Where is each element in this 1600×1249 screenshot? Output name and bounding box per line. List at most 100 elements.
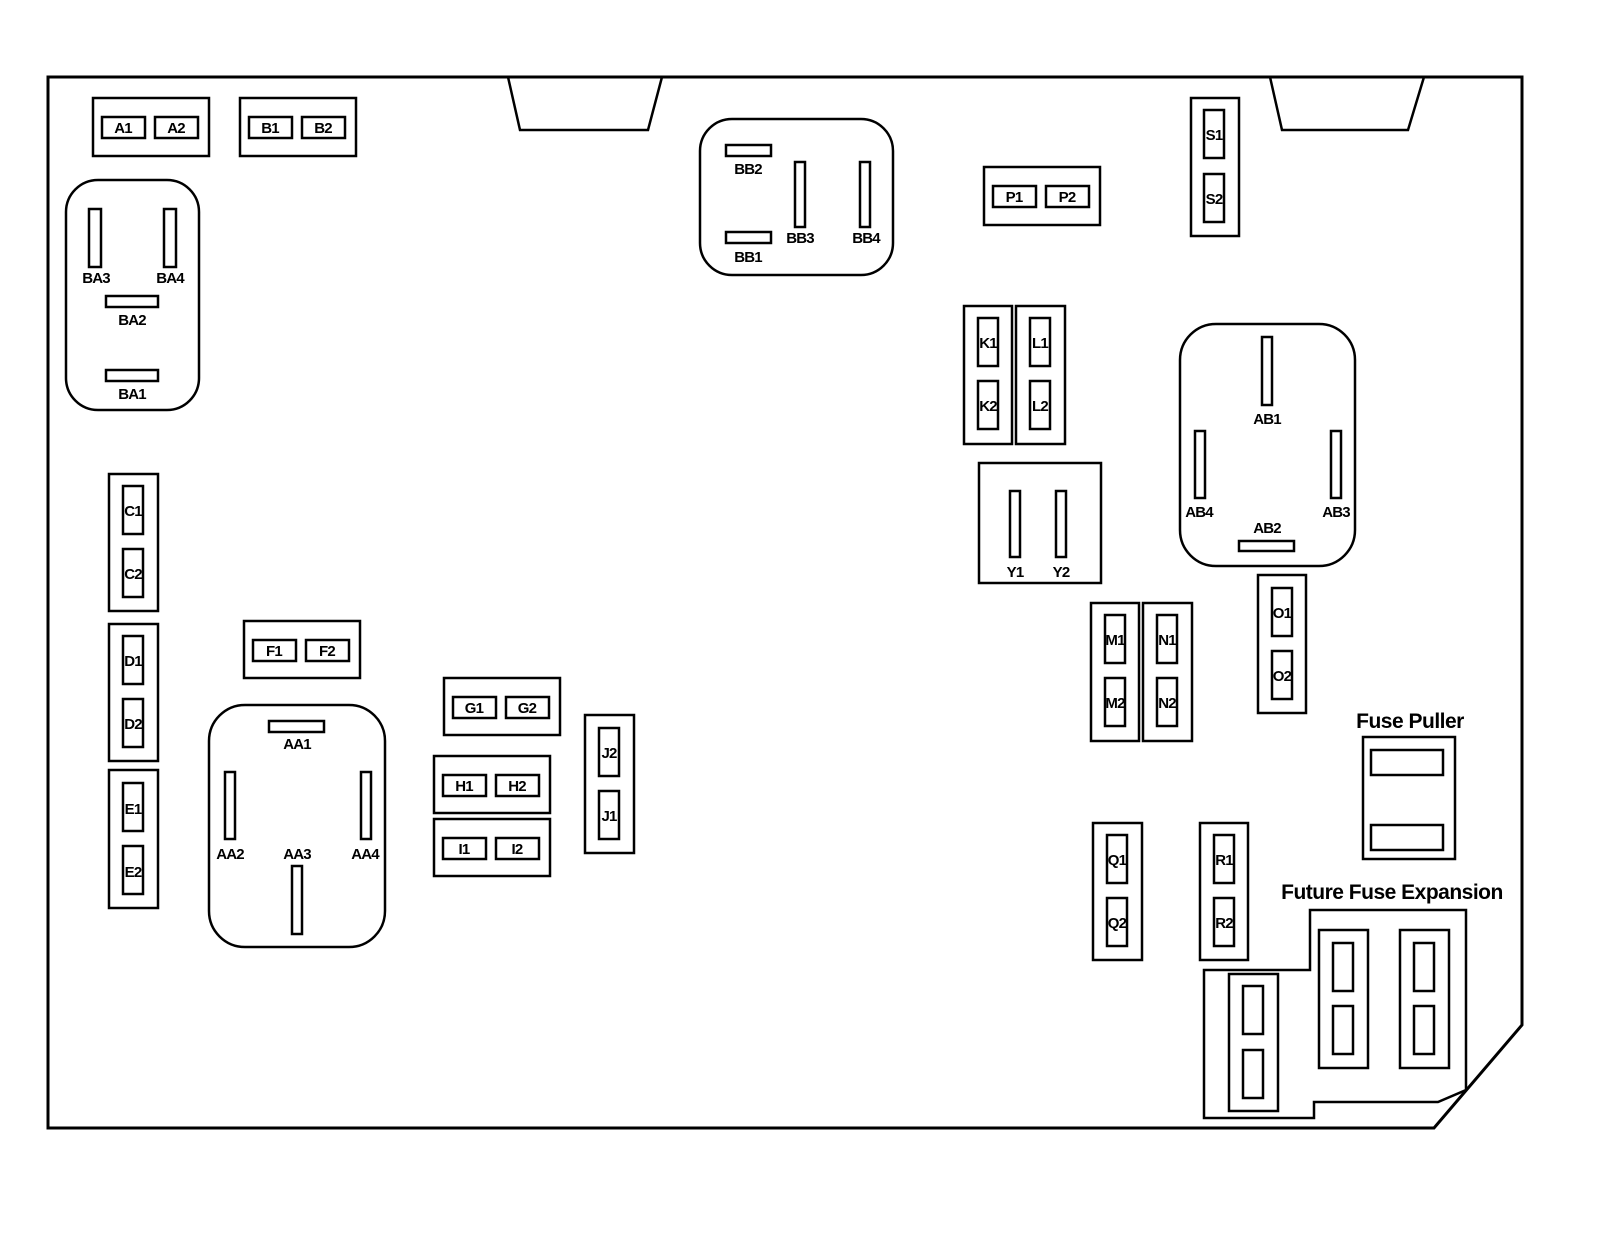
fuse-m2[interactable] xyxy=(1103,676,1127,728)
fuse-q1-label: Q1 xyxy=(1108,852,1127,869)
fuse-r2-label: R2 xyxy=(1215,915,1233,932)
fuse-k1-label: K1 xyxy=(979,335,997,352)
fuse-puller-holder[interactable] xyxy=(1361,735,1457,861)
fuse-pair-c: C1 C2 xyxy=(107,472,160,613)
fuse-e1[interactable] xyxy=(121,781,145,833)
terminal-ba2[interactable] xyxy=(104,294,160,309)
fuse-e1-label: E1 xyxy=(125,801,142,818)
fuse-f1[interactable] xyxy=(251,638,298,663)
fuse-n2-label: N2 xyxy=(1158,695,1176,712)
terminal-ba4[interactable] xyxy=(162,207,178,269)
fuse-c1[interactable] xyxy=(121,484,145,536)
fuse-g1[interactable] xyxy=(451,695,498,720)
fuse-l2-label: L2 xyxy=(1032,398,1048,415)
fuse-pair-g: G1 G2 xyxy=(442,676,562,737)
fuse-s1[interactable] xyxy=(1202,108,1226,160)
fuse-a2[interactable] xyxy=(153,115,200,140)
fuse-pair-m: M1 M2 xyxy=(1089,601,1141,743)
fuse-y2[interactable] xyxy=(1054,489,1068,559)
fuse-pair-s: S1 S2 xyxy=(1189,96,1241,238)
mounting-tab-left xyxy=(506,76,664,132)
relay-aa: AA1 AA2 AA3 AA4 xyxy=(207,703,387,949)
fuse-p1[interactable] xyxy=(991,184,1038,209)
fuse-y2-label: Y2 xyxy=(1053,564,1070,581)
fuse-r1[interactable] xyxy=(1212,833,1236,885)
fuse-l2[interactable] xyxy=(1028,379,1052,431)
fuse-d1-label: D1 xyxy=(124,653,142,670)
fuse-n1-label: N1 xyxy=(1158,632,1176,649)
terminal-ba2-label: BA2 xyxy=(118,312,146,329)
fuse-y1[interactable] xyxy=(1008,489,1022,559)
terminal-aa3[interactable] xyxy=(290,864,304,936)
fuse-g2[interactable] xyxy=(504,695,551,720)
fuse-i2-label: I2 xyxy=(512,841,523,858)
fuse-h1[interactable] xyxy=(441,773,488,798)
fuse-d1[interactable] xyxy=(121,634,145,686)
terminal-aa2[interactable] xyxy=(223,770,237,841)
terminal-bb3[interactable] xyxy=(793,160,807,229)
fuse-j1[interactable] xyxy=(597,789,621,841)
fuse-s2[interactable] xyxy=(1202,172,1226,224)
fuse-n1[interactable] xyxy=(1155,613,1179,665)
fuse-p1-label: P1 xyxy=(1006,189,1023,206)
terminal-ba1[interactable] xyxy=(104,368,160,383)
fuse-c2[interactable] xyxy=(121,547,145,599)
terminal-aa1[interactable] xyxy=(267,719,326,734)
fuse-n2[interactable] xyxy=(1155,676,1179,728)
fuse-c1-label: C1 xyxy=(124,503,142,520)
relay-bb: BB2 BB1 BB3 BB4 xyxy=(698,117,895,277)
fuse-k2[interactable] xyxy=(976,379,1000,431)
fuse-pair-y: Y1 Y2 xyxy=(977,461,1103,585)
expansion-slot-3[interactable] xyxy=(1398,928,1451,1070)
terminal-bb1[interactable] xyxy=(724,230,773,245)
fuse-b1[interactable] xyxy=(247,115,294,140)
fuse-r2[interactable] xyxy=(1212,896,1236,948)
terminal-ab1[interactable] xyxy=(1260,335,1274,407)
fuse-i2[interactable] xyxy=(494,836,541,861)
fuse-l1[interactable] xyxy=(1028,316,1052,368)
fuse-a2-label: A2 xyxy=(167,120,185,137)
fuse-d2[interactable] xyxy=(121,697,145,749)
terminal-bb2[interactable] xyxy=(724,143,773,158)
fuse-e2[interactable] xyxy=(121,844,145,896)
expansion-slot-2[interactable] xyxy=(1317,928,1370,1070)
fuse-s1-label: S1 xyxy=(1206,127,1223,144)
fuse-k2-label: K2 xyxy=(979,398,997,415)
fuse-h1-label: H1 xyxy=(455,778,473,795)
terminal-ab4[interactable] xyxy=(1193,429,1207,500)
expansion-fuse-2b xyxy=(1331,1004,1355,1056)
fuse-i1[interactable] xyxy=(441,836,488,861)
fuse-a1[interactable] xyxy=(100,115,147,140)
fuse-pair-n: N1 N2 xyxy=(1141,601,1194,743)
fuse-o1[interactable] xyxy=(1270,586,1294,638)
fuse-g1-label: G1 xyxy=(465,700,484,717)
terminal-ab2[interactable] xyxy=(1237,539,1296,553)
fuse-q1[interactable] xyxy=(1105,833,1129,885)
fuse-puller-slot-top xyxy=(1369,748,1445,777)
fuse-j1-label: J1 xyxy=(601,808,617,825)
terminal-bb4[interactable] xyxy=(858,160,872,229)
fuse-f1-label: F1 xyxy=(266,643,282,660)
expansion-slot-1[interactable] xyxy=(1227,972,1280,1113)
fuse-k1[interactable] xyxy=(976,316,1000,368)
terminal-ba3[interactable] xyxy=(87,207,103,269)
fuse-o2[interactable] xyxy=(1270,649,1294,701)
fuse-m1[interactable] xyxy=(1103,613,1127,665)
terminal-ba4-label: BA4 xyxy=(156,270,185,287)
fuse-h2[interactable] xyxy=(494,773,541,798)
terminal-aa3-label: AA3 xyxy=(283,846,311,863)
terminal-aa4[interactable] xyxy=(359,770,373,841)
fuse-pair-p: P1 P2 xyxy=(982,165,1102,227)
fuse-b1-label: B1 xyxy=(261,120,279,137)
fuse-p2[interactable] xyxy=(1044,184,1091,209)
fuse-j2[interactable] xyxy=(597,726,621,778)
fuse-f2[interactable] xyxy=(304,638,351,663)
fuse-q2[interactable] xyxy=(1105,896,1129,948)
expansion-fuse-1a xyxy=(1241,984,1265,1036)
fuse-pair-k: K1 K2 xyxy=(962,304,1014,446)
fuse-b2[interactable] xyxy=(300,115,347,140)
terminal-ab3[interactable] xyxy=(1329,429,1343,500)
terminal-ba3-label: BA3 xyxy=(82,270,110,287)
fuse-e2-label: E2 xyxy=(125,864,142,881)
